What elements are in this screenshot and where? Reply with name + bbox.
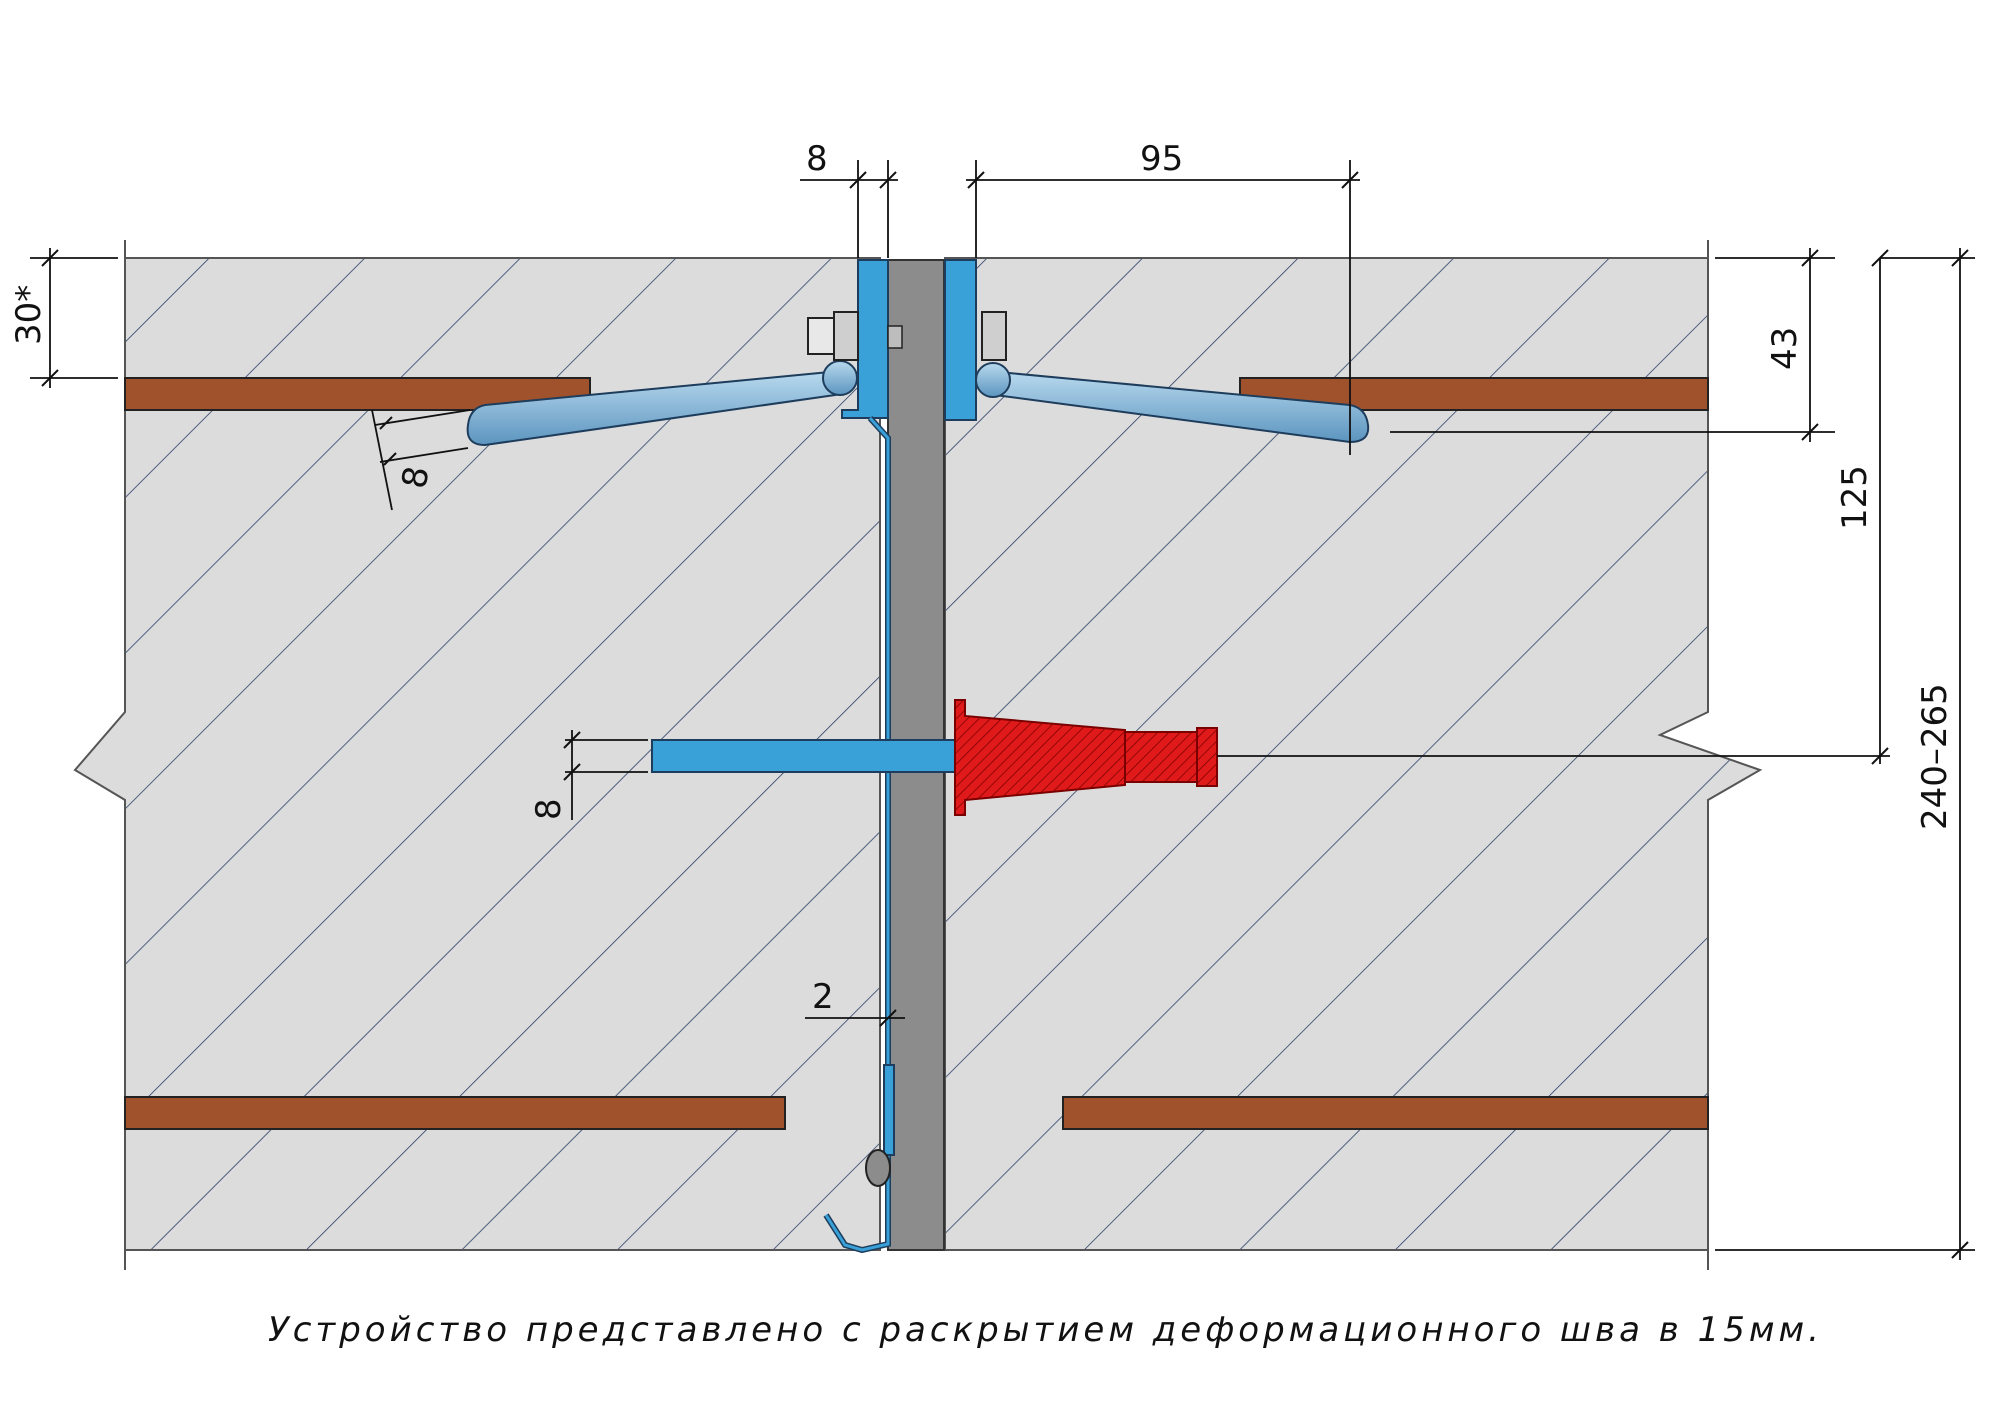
rebar-bottom-right bbox=[1062, 1096, 1709, 1130]
anchor-sleeve bbox=[954, 699, 1126, 816]
dim-125: 125 bbox=[1835, 465, 1875, 530]
right-bolt-nut bbox=[981, 311, 1007, 361]
lower-clip bbox=[883, 1064, 895, 1156]
left-bolt-shank bbox=[887, 325, 903, 349]
left-concrete-slab bbox=[73, 257, 881, 1251]
dim-30: 30* bbox=[9, 285, 49, 345]
left-wing-hinge bbox=[822, 360, 858, 396]
lower-rivet bbox=[865, 1149, 891, 1187]
left-bolt-head bbox=[807, 317, 835, 355]
left-profile bbox=[841, 259, 889, 419]
dim-43: 43 bbox=[1765, 327, 1805, 370]
right-profile bbox=[944, 259, 977, 421]
anchor-end-cap bbox=[1196, 727, 1218, 787]
dimension-ticks bbox=[41, 171, 1969, 1259]
anchor-nut bbox=[1124, 731, 1198, 783]
drawing-caption: Устройство представлено с раскрытием деф… bbox=[268, 1310, 1823, 1350]
left-bolt-nut bbox=[833, 311, 859, 361]
left-wing-anchor bbox=[466, 370, 837, 447]
dim-8-bolt: 8 bbox=[529, 798, 569, 820]
dim-240-265: 240–265 bbox=[1915, 683, 1955, 830]
dim-8-top: 8 bbox=[806, 139, 828, 179]
right-wing-anchor bbox=[993, 370, 1370, 444]
dim-95: 95 bbox=[1140, 139, 1183, 179]
right-wing-hinge bbox=[975, 362, 1011, 398]
dim-2: 2 bbox=[812, 977, 834, 1017]
rebar-bottom-left bbox=[124, 1096, 786, 1130]
dimension-lines bbox=[30, 160, 1975, 1260]
steel-sheet-fill bbox=[824, 416, 890, 1252]
